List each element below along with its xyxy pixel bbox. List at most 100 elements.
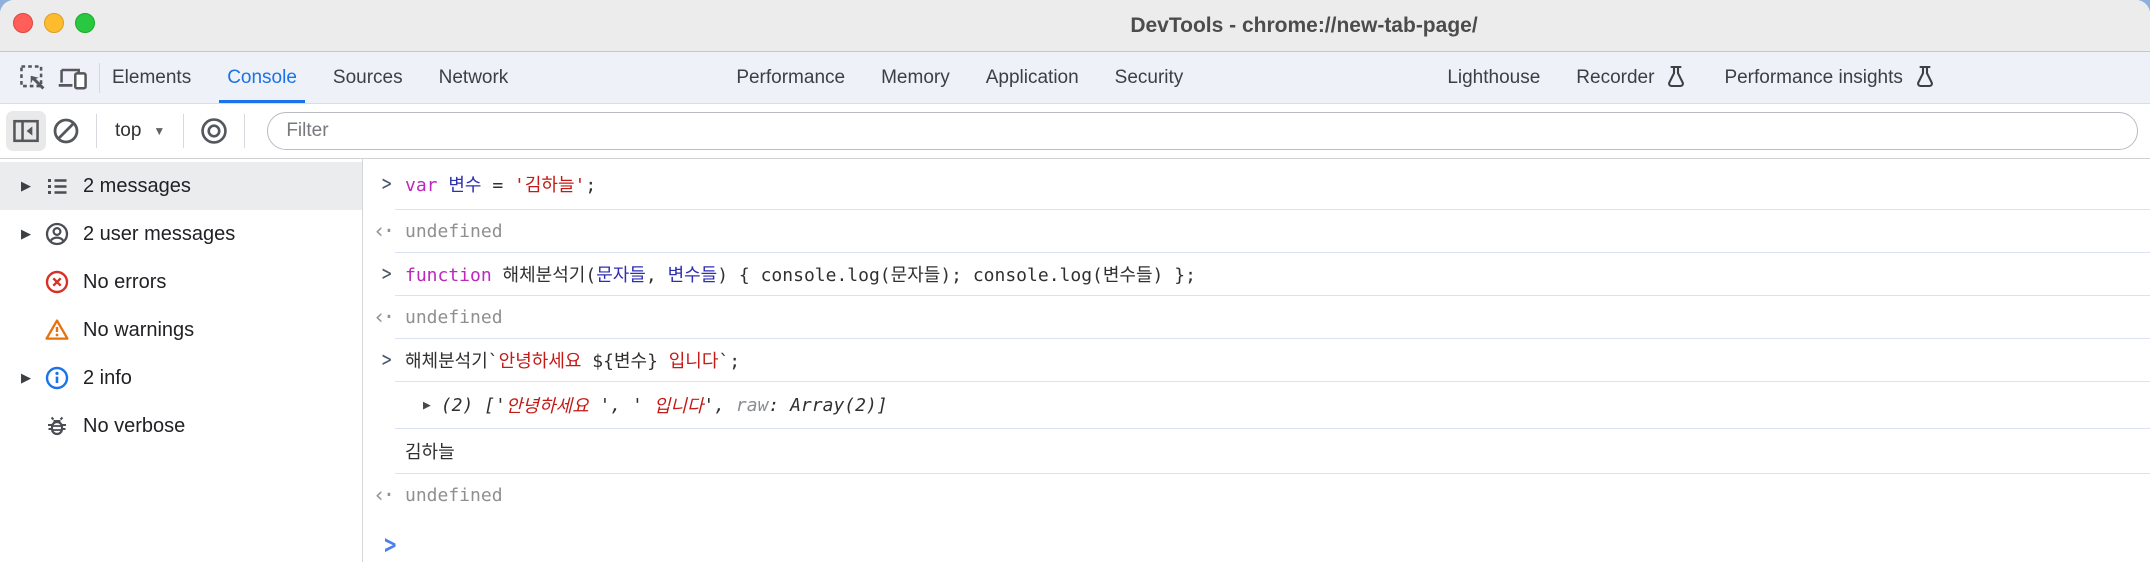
console-message: ‹·undefined (373, 296, 2150, 339)
tabbar-divider (99, 62, 100, 93)
console-sidebar: ▶ 2 messages ▶ 2 user messages No errors No w… (0, 159, 363, 562)
message-text: 김하늘 (405, 438, 455, 464)
result-arrow-icon: ‹· (373, 483, 395, 507)
info-icon (44, 365, 70, 391)
tab-recorder[interactable]: Recorder (1576, 52, 1688, 103)
console-panel: ▶ 2 messages ▶ 2 user messages No errors No w… (0, 159, 2150, 562)
bug-icon (44, 413, 70, 439)
user-icon (44, 221, 70, 247)
tab-label: Elements (112, 66, 192, 88)
tab-label: Network (438, 66, 509, 88)
toolbar-divider (96, 114, 97, 148)
message-text: undefined (405, 307, 503, 328)
console-message: ▶(2) ['안녕하세요 ', ' 입니다', raw: Array(2)] (395, 382, 2150, 429)
context-selector-value: top (115, 120, 142, 141)
code-token (438, 175, 449, 196)
minimize-button[interactable] (44, 13, 64, 33)
traffic-lights (13, 13, 95, 33)
result-arrow-icon: ‹· (373, 219, 395, 243)
sidebar-item-verbose[interactable]: No verbose (0, 402, 362, 450)
close-button[interactable] (13, 13, 33, 33)
message-text: var 변수 = '김하늘'; (405, 171, 596, 197)
code-token: ', ' (599, 394, 643, 416)
code-token: 안녕하세요 (498, 351, 593, 372)
message-text: undefined (405, 485, 503, 506)
tab-performance[interactable]: Performance (736, 52, 845, 103)
code-token: `; (718, 351, 741, 372)
console-message: >function 해체분석기(문자들, 변수들) { console.log(… (382, 253, 2150, 296)
tab-lighthouse[interactable]: Lighthouse (1447, 52, 1540, 103)
expand-triangle-icon[interactable]: ▶ (21, 226, 31, 241)
code-token: undefined (405, 306, 503, 328)
prompt-chevron-icon: > (384, 529, 397, 561)
tab-console[interactable]: Console (219, 52, 305, 103)
code-token: ) { console.log(문자들); console.log(변수들) }… (717, 265, 1196, 286)
tab-performance-insights[interactable]: Performance insights (1724, 52, 1936, 103)
warning-icon (44, 317, 70, 343)
tab-label: Lighthouse (1447, 66, 1541, 88)
input-chevron-icon: > (381, 347, 392, 373)
list-icon (44, 173, 70, 199)
console-message: ‹· undefined (373, 474, 2150, 516)
filter-input[interactable] (267, 112, 2138, 150)
code-token: , (645, 265, 668, 286)
sidebar-item-errors[interactable]: No errors (0, 258, 362, 306)
sidebar-item-label: 2 user messages (83, 222, 236, 245)
tab-label: Console (227, 66, 297, 88)
code-token: raw (735, 394, 769, 416)
window-title: DevTools - chrome://new-tab-page/ (1130, 13, 1478, 37)
console-message: ‹· undefined (373, 210, 2150, 253)
sidebar-item-messages[interactable]: ▶ 2 messages (0, 162, 362, 210)
tab-label: Sources (332, 66, 403, 88)
tab-label: Memory (881, 66, 950, 88)
eye-icon[interactable] (194, 111, 234, 151)
javascript-context-selector[interactable]: top ▼ (107, 120, 173, 142)
tab-label: Performance insights (1724, 66, 1903, 88)
message-text: 해체분석기`안녕하세요 ${변수} 입니다`; (405, 347, 740, 373)
sidebar-item-warnings[interactable]: No warnings (0, 306, 362, 354)
code-token: 입니다 (642, 396, 704, 417)
sidebar-item-label: No errors (83, 270, 167, 293)
code-token: 김하늘 (405, 442, 455, 463)
experiment-flask-icon (1664, 65, 1688, 91)
code-token: (2) [' (440, 394, 506, 416)
tab-elements[interactable]: Elements (112, 52, 191, 103)
sidebar-item-info[interactable]: ▶ 2 info (0, 354, 362, 402)
code-token: undefined (405, 484, 503, 506)
tab-label: Security (1114, 66, 1184, 88)
tab-sources[interactable]: Sources (333, 52, 403, 103)
tab-security[interactable]: Security (1115, 52, 1184, 103)
tab-memory[interactable]: Memory (881, 52, 950, 103)
inspect-element-icon[interactable] (13, 52, 53, 103)
code-token: : Array(2)] (768, 394, 888, 416)
console-messages: >var 변수 = '김하늘';‹·undefined>function 해체분… (363, 159, 2150, 562)
code-token: ${변수} (592, 351, 669, 372)
code-token: var (405, 175, 438, 196)
expand-triangle-icon[interactable]: ▶ (423, 397, 431, 413)
code-token: 변수들 (667, 265, 718, 286)
tab-network[interactable]: Network (439, 52, 509, 103)
console-sidebar-toggle-icon[interactable] (6, 111, 46, 151)
sidebar-item-label: No warnings (83, 318, 195, 341)
code-token: 해체분석기` (405, 351, 499, 372)
message-text: function 해체분석기(문자들, 변수들) { console.log(문… (405, 261, 1196, 287)
console-prompt[interactable]: > (384, 524, 2150, 562)
device-toolbar-icon[interactable] (53, 52, 93, 103)
expand-triangle-icon[interactable]: ▶ (21, 178, 31, 193)
sidebar-item-user-messages[interactable]: ▶ 2 user messages (0, 210, 362, 258)
message-text: ▶(2) ['안녕하세요 ', ' 입니다', raw: Array(2)] (405, 392, 888, 418)
console-message: 김하늘 (395, 429, 2150, 474)
input-chevron-icon: > (381, 171, 392, 197)
tab-label: Application (985, 66, 1079, 88)
code-token: ; (585, 175, 597, 196)
expand-triangle-icon[interactable]: ▶ (21, 370, 31, 385)
sidebar-item-label: 2 info (83, 366, 132, 389)
message-text: undefined (405, 221, 503, 242)
zoom-button[interactable] (75, 13, 95, 33)
tab-application[interactable]: Application (986, 52, 1079, 103)
code-token: 해체분석기( (491, 265, 597, 286)
console-toolbar: top ▼ (0, 104, 2150, 159)
clear-console-icon[interactable] (46, 111, 86, 151)
sidebar-item-label: 2 messages (83, 174, 191, 197)
